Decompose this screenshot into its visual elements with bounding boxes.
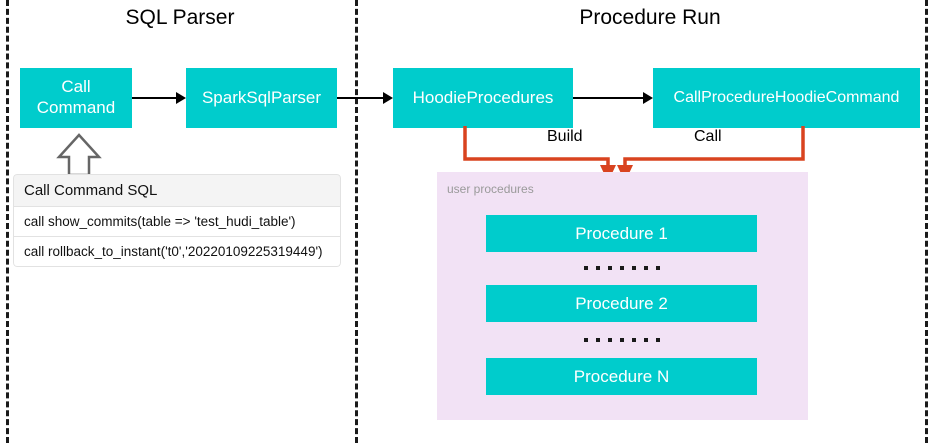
call-command-sql-table: Call Command SQL call show_commits(table…: [13, 174, 341, 267]
node-call-procedure-hoodie-command[interactable]: CallProcedureHoodieCommand: [653, 68, 920, 128]
block-up-arrow-icon: [56, 133, 102, 177]
node-call-command[interactable]: Call Command: [20, 68, 132, 128]
sql-table-header: Call Command SQL: [13, 174, 341, 207]
section-title-sql-parser: SQL Parser: [125, 6, 235, 29]
section-divider-middle: [355, 0, 358, 443]
node-hoodie-procedures[interactable]: HoodieProcedures: [393, 68, 573, 128]
sql-table-row: call rollback_to_instant('t0','202201092…: [13, 237, 341, 267]
edge-label-build: Build: [547, 128, 583, 145]
section-divider-right: [925, 0, 928, 443]
arrow-spark-sql-parser-to-hoodie-procedures-icon: [337, 92, 393, 104]
user-procedures-panel-label: user procedures: [447, 182, 534, 196]
ellipsis-dots: [486, 263, 757, 273]
arrow-call-command-to-spark-sql-parser-icon: [132, 92, 186, 104]
ellipsis-dots: [486, 335, 757, 345]
procedure-item[interactable]: Procedure 2: [486, 285, 757, 322]
node-call-command-line1: Call: [61, 77, 91, 97]
node-spark-sql-parser[interactable]: SparkSqlParser: [186, 68, 337, 128]
edge-label-call: Call: [694, 128, 722, 145]
arrow-hoodie-procedures-to-call-procedure-hoodie-command-icon: [573, 92, 653, 104]
section-divider-left: [6, 0, 9, 443]
procedure-item[interactable]: Procedure N: [486, 358, 757, 395]
procedure-item[interactable]: Procedure 1: [486, 215, 757, 252]
sql-table-row: call show_commits(table => 'test_hudi_ta…: [13, 207, 341, 237]
section-title-procedure-run: Procedure Run: [579, 6, 721, 29]
node-call-command-line2: Command: [36, 98, 116, 117]
